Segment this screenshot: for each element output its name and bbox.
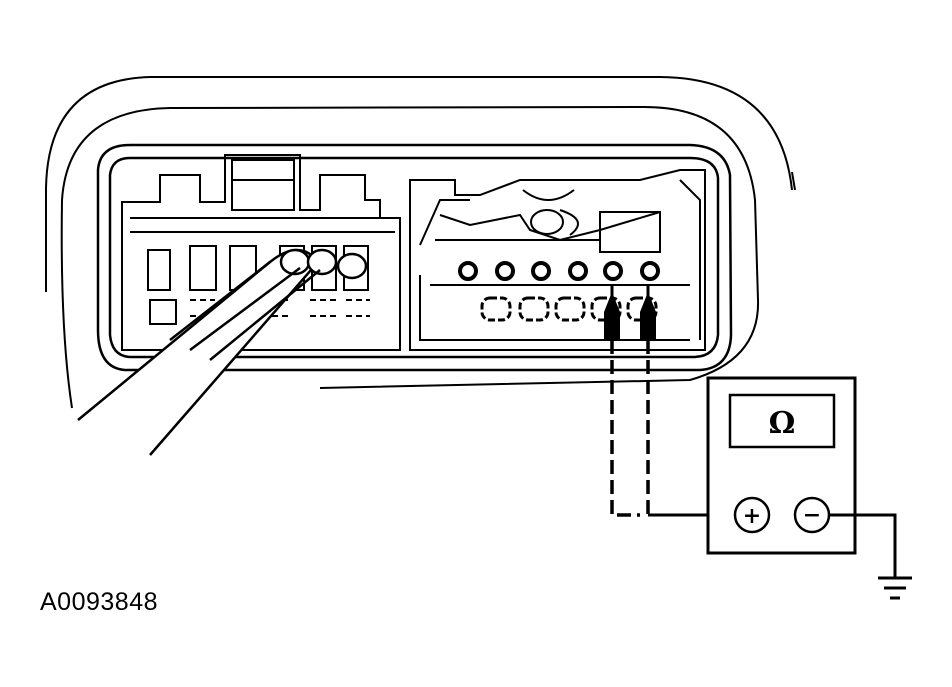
ground-lead bbox=[829, 513, 897, 578]
ohmmeter-icon: Ω + − bbox=[706, 376, 857, 555]
probe-leads bbox=[610, 340, 650, 517]
connector-face bbox=[96, 143, 733, 372]
meter-unit-symbol: Ω bbox=[769, 406, 796, 441]
back-probe-wires bbox=[77, 248, 368, 456]
terminal-cavity-row bbox=[458, 261, 660, 281]
connector-housing bbox=[45, 76, 796, 409]
test-probe-icon bbox=[604, 285, 656, 340]
terminal-cavity bbox=[495, 261, 515, 281]
negative-terminal-label: − bbox=[803, 502, 821, 528]
terminal-cavity bbox=[640, 261, 660, 281]
terminal-cavity bbox=[568, 261, 588, 281]
positive-terminal-label: + bbox=[743, 503, 761, 529]
figure-reference-code: A0093848 bbox=[40, 588, 159, 616]
terminal-cavity bbox=[603, 261, 623, 281]
positive-terminal bbox=[733, 496, 771, 534]
terminal-cavity bbox=[531, 261, 551, 281]
right-terminal-block bbox=[409, 169, 706, 351]
terminal-slot-row bbox=[480, 296, 658, 322]
ground-icon bbox=[878, 576, 912, 600]
meter-display bbox=[728, 393, 836, 449]
terminal-cavity bbox=[458, 261, 478, 281]
